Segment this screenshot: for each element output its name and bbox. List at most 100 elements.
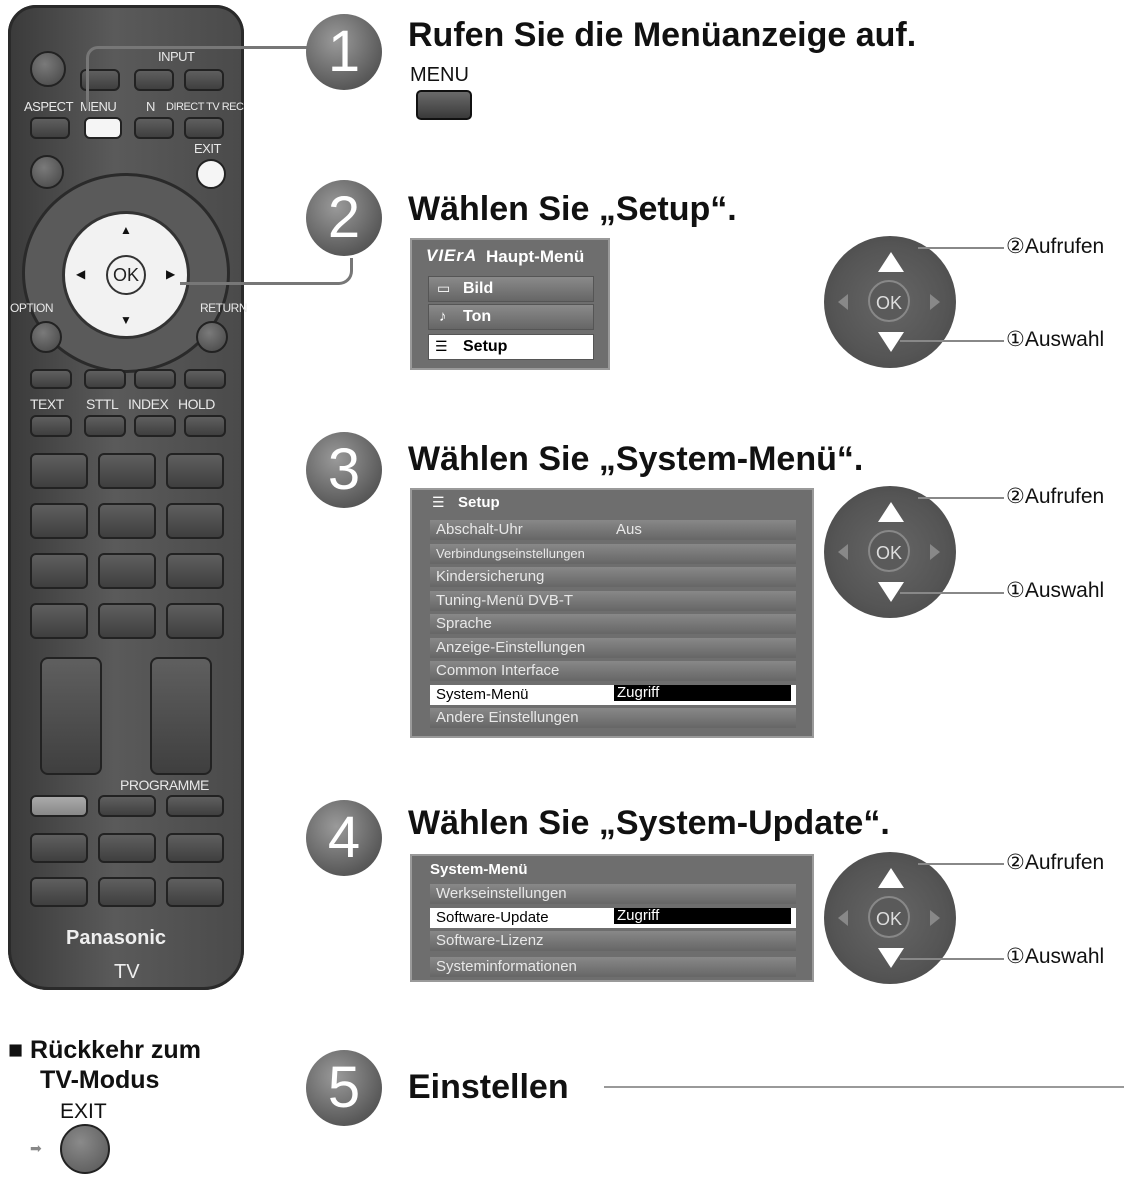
down-arrow-icon: ▼ <box>120 313 132 327</box>
sttl-button[interactable] <box>84 415 126 437</box>
menu-row[interactable]: Kindersicherung <box>430 567 796 587</box>
remote-button[interactable] <box>98 795 156 817</box>
enter-label: ②Aufrufen <box>1006 485 1105 508</box>
menu-row[interactable]: Werkseinstellungen <box>430 884 796 904</box>
menu-row[interactable]: Andere Einstellungen <box>430 708 796 728</box>
setup-menu-title: Setup <box>458 494 500 511</box>
remote-button[interactable] <box>98 833 156 863</box>
menu-row[interactable]: Sprache <box>430 614 796 634</box>
menu-row[interactable]: Software-Lizenz <box>430 931 796 951</box>
menu-button-illustration[interactable] <box>416 90 472 120</box>
ok-button[interactable]: OK <box>868 896 910 938</box>
number-button[interactable] <box>166 603 224 639</box>
select-label: ①Auswahl <box>1006 328 1105 351</box>
number-button[interactable] <box>98 553 156 589</box>
menu-row[interactable]: Systeminformationen <box>430 957 796 977</box>
menu-item-label: Bild <box>463 280 494 297</box>
step-number-2: 2 <box>306 180 382 256</box>
number-button[interactable] <box>30 553 88 589</box>
step-3-title: Wählen Sie „System-Menü“. <box>408 440 864 478</box>
row-label: Abschalt-Uhr <box>436 521 523 538</box>
exit-label: EXIT <box>194 141 221 156</box>
number-button[interactable] <box>30 453 88 489</box>
ok-button[interactable]: OK <box>868 280 910 322</box>
nav-dial[interactable]: OK <box>824 852 956 984</box>
number-button[interactable] <box>166 503 224 539</box>
number-button[interactable] <box>166 553 224 589</box>
ok-button[interactable]: OK <box>868 530 910 572</box>
hold-button[interactable] <box>184 415 226 437</box>
menu-item-label: Ton <box>463 308 492 325</box>
row-label: Werkseinstellungen <box>436 885 567 902</box>
row-label: Sprache <box>436 615 492 632</box>
exit-button-illustration[interactable] <box>60 1124 110 1174</box>
sttl-label: STTL <box>86 396 119 412</box>
number-button[interactable] <box>98 503 156 539</box>
green-button[interactable] <box>84 369 126 389</box>
n-label: N <box>146 99 155 114</box>
step-5-title: Einstellen <box>408 1068 569 1106</box>
nav-dial[interactable]: OK <box>824 486 956 618</box>
index-button[interactable] <box>134 415 176 437</box>
main-menu-panel: VIErA Haupt-Menü ▭ Bild ♪ Ton ☰ Setup <box>410 238 610 370</box>
step-number-1: 1 <box>306 14 382 90</box>
remote-button[interactable] <box>166 795 224 817</box>
remote-round-button[interactable] <box>30 155 64 189</box>
row-value: Zugriff <box>614 685 791 701</box>
remote-button[interactable] <box>80 69 120 91</box>
menu-row[interactable]: Tuning-Menü DVB-T <box>430 591 796 611</box>
menu-button[interactable] <box>84 117 122 139</box>
menu-row[interactable]: Common Interface <box>430 661 796 681</box>
index-label: INDEX <box>128 396 169 412</box>
menu-row[interactable]: Anzeige-Einstellungen <box>430 638 796 658</box>
remote-button[interactable] <box>30 877 88 907</box>
volume-rocker[interactable] <box>40 657 102 775</box>
remote-button[interactable] <box>98 877 156 907</box>
number-button[interactable] <box>98 603 156 639</box>
remote-button[interactable] <box>166 877 224 907</box>
menu-row[interactable]: Verbindungseinstellungen <box>430 544 796 564</box>
option-label: OPTION <box>10 301 54 315</box>
direct-tv-rec-button[interactable] <box>184 117 224 139</box>
menu-item-bild[interactable]: ▭ Bild <box>428 276 594 302</box>
step-4-title: Wählen Sie „System-Update“. <box>408 804 890 842</box>
number-button[interactable] <box>98 453 156 489</box>
row-label: Software-Update <box>436 909 549 926</box>
aspect-button[interactable] <box>30 117 70 139</box>
row-label: Andere Einstellungen <box>436 709 579 726</box>
select-label: ①Auswahl <box>1006 945 1105 968</box>
remote-button[interactable] <box>30 795 88 817</box>
number-button[interactable] <box>30 603 88 639</box>
callout-line <box>918 863 1004 865</box>
remote-button[interactable] <box>166 833 224 863</box>
row-label: Common Interface <box>436 662 560 679</box>
down-arrow-icon <box>878 948 904 968</box>
text-button[interactable] <box>30 415 72 437</box>
menu-item-ton[interactable]: ♪ Ton <box>428 304 594 330</box>
hold-label: HOLD <box>178 396 215 412</box>
remote-button[interactable] <box>184 69 224 91</box>
remote-button[interactable] <box>30 833 88 863</box>
number-button[interactable] <box>30 503 88 539</box>
remote-button[interactable] <box>134 69 174 91</box>
ok-button[interactable]: OK <box>106 255 146 295</box>
return-button[interactable] <box>196 321 228 353</box>
programme-rocker[interactable] <box>150 657 212 775</box>
menu-item-setup[interactable]: ☰ Setup <box>428 334 594 360</box>
nav-dial[interactable]: OK <box>824 236 956 368</box>
number-button[interactable] <box>166 453 224 489</box>
row-value: Zugriff <box>614 908 791 924</box>
yellow-button[interactable] <box>134 369 176 389</box>
option-button[interactable] <box>30 321 62 353</box>
menu-row-selected[interactable]: Software-Update Zugriff <box>430 908 796 928</box>
red-button[interactable] <box>30 369 72 389</box>
blue-button[interactable] <box>184 369 226 389</box>
n-button[interactable] <box>134 117 174 139</box>
power-button[interactable] <box>30 51 66 87</box>
exit-button[interactable] <box>196 159 226 189</box>
aspect-label: ASPECT <box>24 99 74 114</box>
right-arrow-icon <box>930 910 940 926</box>
up-arrow-icon: ▲ <box>120 223 132 237</box>
